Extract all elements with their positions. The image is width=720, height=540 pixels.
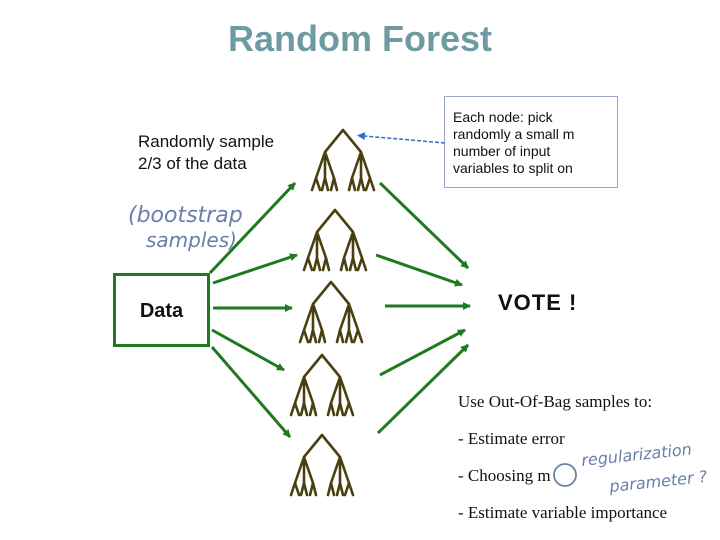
arrow-tree-4-to-vote	[379, 328, 466, 377]
arrow-data-to-tree-4	[211, 328, 285, 372]
oob-item-choosing-m: - Choosing m	[458, 466, 551, 485]
oob-item-estimate-error: - Estimate error	[458, 429, 565, 448]
svg-text:(bootstrap: (bootstrap	[128, 203, 243, 228]
node-note-line3: number of input	[453, 143, 551, 159]
sample-label-line2: 2/3 of the data	[138, 154, 247, 173]
data-label: Data	[139, 300, 184, 322]
node-note-line4: variables to split on	[453, 160, 573, 176]
arrow-data-to-tree-5	[210, 346, 292, 438]
handwritten-regularization-note: regularization parameter ?	[580, 439, 708, 496]
oob-list: Use Out-Of-Bag samples to: - Estimate er…	[458, 392, 720, 540]
data-box: Data	[113, 273, 210, 347]
vote-label: VOTE !	[498, 290, 578, 315]
tree-4	[289, 353, 355, 417]
tree-2	[302, 208, 368, 272]
tree-3	[298, 280, 364, 344]
tree-5	[289, 433, 355, 497]
node-note-line2: randomly a small m	[453, 126, 575, 142]
sample-label-line1: Randomly sample	[138, 132, 275, 151]
handwritten-bootstrap-note: (bootstrap samples)	[128, 203, 243, 252]
arrow-tree-2-to-vote	[375, 253, 463, 287]
svg-text:samples): samples)	[146, 228, 237, 252]
arrow-tree-1-to-vote	[378, 181, 470, 270]
arrow-data-to-tree-1	[208, 181, 297, 275]
slide-title: Random Forest	[227, 18, 493, 59]
node-note-box: Each node: pick randomly a small m numbe…	[444, 96, 618, 188]
svg-text:parameter ?: parameter ?	[607, 467, 708, 496]
arrow-data-to-tree-2	[212, 253, 298, 285]
svg-text:regularization: regularization	[580, 439, 692, 469]
node-note-line1: Each node: pick	[453, 109, 553, 125]
tree-1	[310, 128, 376, 192]
sample-label: Randomly sample 2/3 of the data	[138, 131, 308, 175]
handwritten-circle-m	[553, 463, 577, 487]
arrow-tree-5-to-vote	[376, 343, 470, 435]
oob-heading: Use Out-Of-Bag samples to:	[458, 392, 653, 411]
pointer-note-to-tree	[357, 132, 446, 144]
oob-item-variable-importance: - Estimate variable importance	[458, 503, 668, 522]
